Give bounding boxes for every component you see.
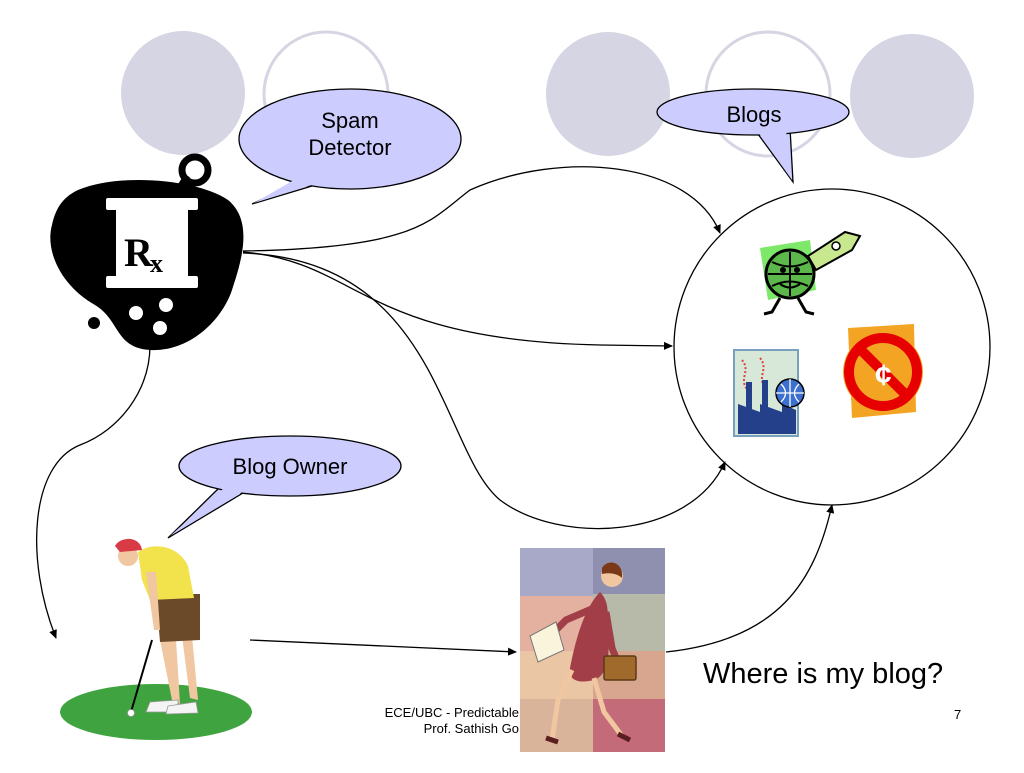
spam-detector-label: Spam Detector bbox=[290, 107, 410, 161]
blogs-callout bbox=[656, 88, 850, 185]
svg-text:¢: ¢ bbox=[875, 359, 892, 392]
svg-text:x: x bbox=[150, 249, 163, 278]
arrow-rx-to-blogs-middle bbox=[242, 251, 673, 350]
spam-detector-line2: Detector bbox=[308, 135, 392, 160]
spam-detector-callout bbox=[238, 88, 462, 205]
spam-detector-line1: Spam bbox=[321, 108, 379, 133]
factory-globe-icon bbox=[733, 349, 805, 437]
connectors bbox=[36, 166, 835, 656]
blog-owner-label: Blog Owner bbox=[232, 454, 348, 479]
svg-text:R: R bbox=[124, 230, 154, 275]
globe-rocket-icon bbox=[760, 230, 862, 316]
slide-footer: ECE/UBC - Predictable Prof. Sathish Go bbox=[372, 705, 519, 737]
prohibited-coin-icon: ¢ bbox=[843, 324, 923, 418]
arrow-rx-to-golfer bbox=[36, 344, 151, 639]
arrow-rx-to-blogs-bottom bbox=[242, 252, 726, 530]
blog-owner-callout bbox=[167, 435, 402, 539]
blogs-label: Blogs bbox=[726, 102, 782, 127]
footer-line-1: ECE/UBC - Predictable bbox=[384, 705, 519, 720]
arrow-woman-to-blogs bbox=[665, 504, 835, 653]
blogs-circle bbox=[673, 188, 991, 506]
bg-circle-5 bbox=[850, 34, 974, 158]
golfer-icon bbox=[60, 538, 252, 740]
question-text: Where is my blog? bbox=[703, 658, 944, 690]
arrow-rx-to-blogs-top bbox=[242, 166, 721, 252]
arrow-golfer-to-woman bbox=[249, 639, 517, 656]
bg-circle-3 bbox=[546, 32, 670, 156]
footer-line-2: Prof. Sathish Go bbox=[423, 721, 519, 736]
page-number: 7 bbox=[954, 707, 962, 722]
bg-circle-1 bbox=[121, 31, 245, 155]
woman-walking-icon bbox=[520, 548, 665, 752]
rx-mortar-icon: R x bbox=[50, 153, 244, 351]
